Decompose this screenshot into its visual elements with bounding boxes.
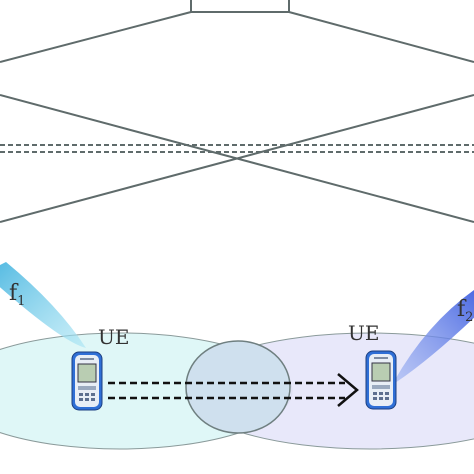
mobile-phone-icon	[71, 351, 103, 411]
dashed-double-arrow-icon	[108, 373, 359, 407]
beam-cross-lines	[0, 11, 474, 223]
cell-overlap	[185, 340, 291, 434]
ue-left-label: UE	[98, 325, 129, 349]
beam-right	[392, 290, 474, 385]
beam-right-label: f2	[457, 297, 473, 325]
beam-left-label: f1	[9, 281, 25, 309]
base-station-box	[190, 0, 290, 13]
ue-right-label: UE	[348, 321, 379, 345]
dashed-boundary-lines	[0, 144, 474, 153]
mobile-phone-icon	[365, 350, 397, 410]
beam-left	[0, 262, 86, 348]
